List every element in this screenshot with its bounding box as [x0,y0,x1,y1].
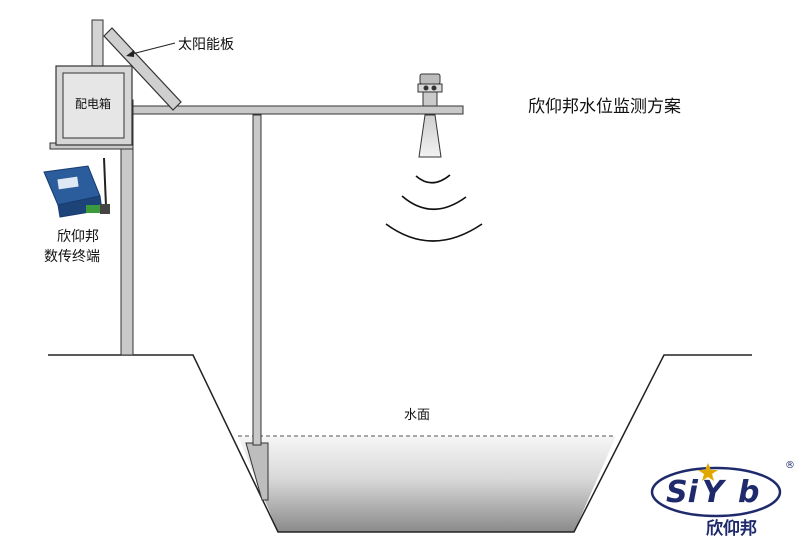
water-body [238,436,616,532]
water-surface-label: 水面 [404,408,431,423]
radar-sensor-icon [417,73,443,158]
logo-name: 欣仰邦 [706,519,757,539]
solar-label-arrowhead [126,50,134,57]
svg-text:Y: Y [702,475,727,510]
radar-wave-2 [401,195,467,210]
control-box-door [62,72,125,139]
solar-label-arrow [127,42,176,56]
rtu-label-line1: 欣仰邦 [57,229,99,245]
siyb-logo-icon: Si Y b [650,463,782,518]
channel-outline [48,354,752,533]
svg-text:b: b [738,475,759,510]
rtu-device-icon [43,157,110,218]
solar-panel [103,27,182,111]
control-box-label: 配电箱 [75,97,112,111]
solar-panel-label: 太阳能板 [178,37,234,53]
radar-wave-3 [385,223,483,242]
logo-registered-mark: ® [785,460,795,471]
svg-text:Si: Si [666,475,699,510]
horizontal-arm [132,105,464,115]
solar-mast [91,19,104,73]
diagram-title: 欣仰邦水位监测方案 [528,97,681,117]
support-pole [252,114,262,446]
radar-wave-1 [415,174,451,184]
rtu-label-line2: 数传终端 [44,249,100,265]
